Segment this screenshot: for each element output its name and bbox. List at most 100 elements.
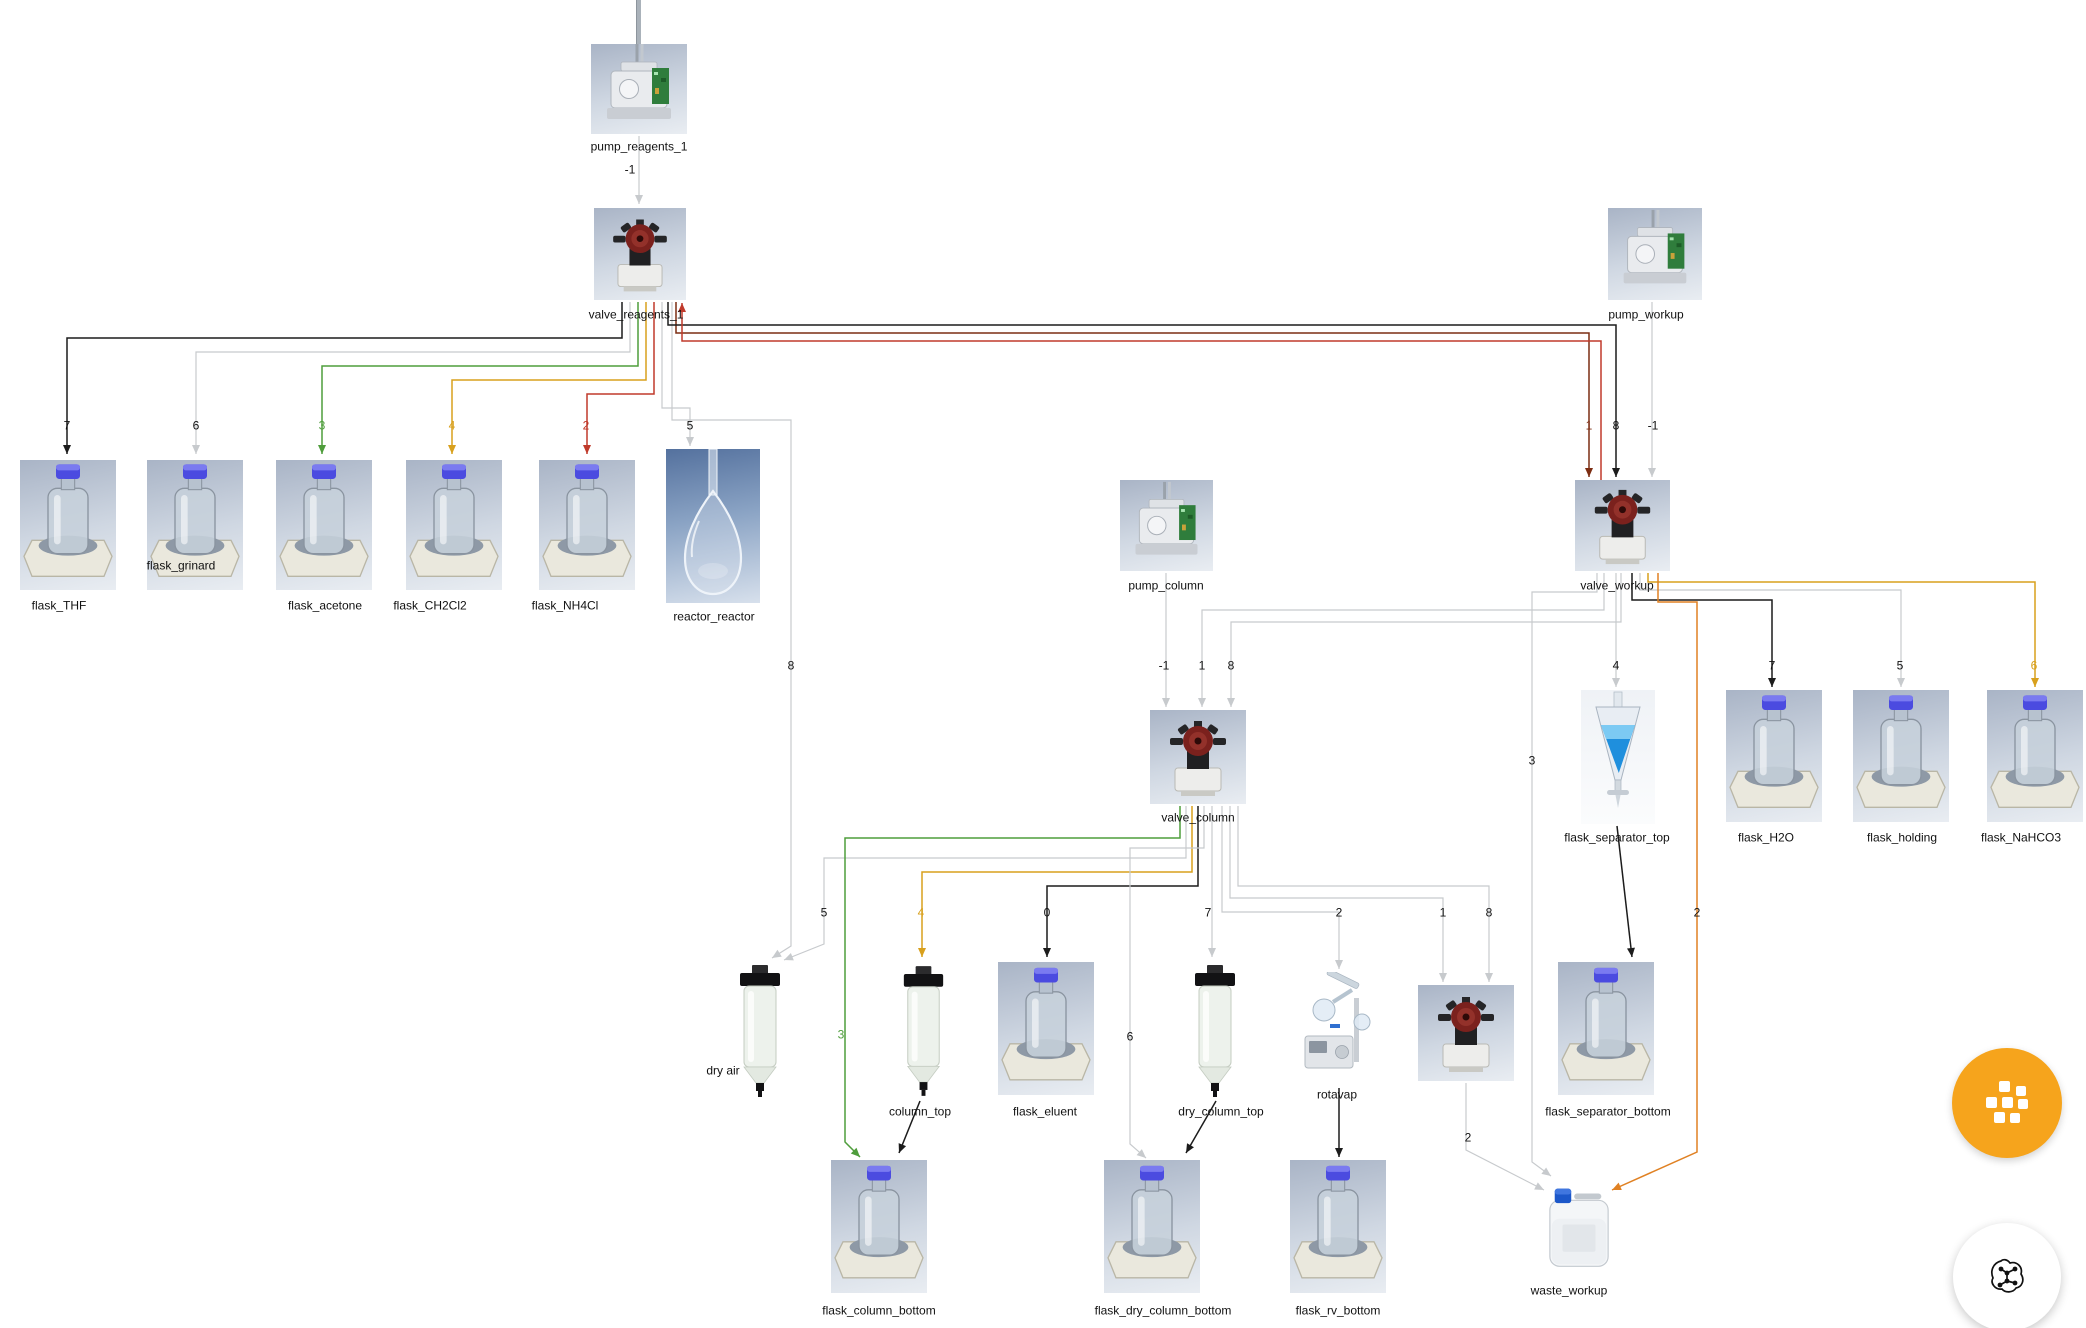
edge-line	[1230, 573, 1622, 707]
node-valve_column[interactable]	[1150, 710, 1246, 804]
edge-arrowhead	[678, 303, 686, 312]
node-flask_dry_column_bottom[interactable]	[1104, 1160, 1200, 1293]
edge-line	[1631, 573, 1773, 687]
bottle-flask-icon	[1853, 690, 1949, 822]
edge-line	[844, 806, 1181, 1158]
node-flask_holding[interactable]	[1853, 690, 1949, 822]
column-icon	[730, 962, 790, 1099]
rotary-valve-icon	[594, 208, 686, 300]
node-flask_CH2Cl2[interactable]	[406, 460, 502, 590]
edge-label: 2	[1335, 905, 1343, 920]
node-label: dry air	[706, 1063, 740, 1078]
edge-label: 4	[1612, 658, 1620, 673]
edge-label: 6	[1126, 1029, 1134, 1044]
node-label: flask_CH2Cl2	[393, 598, 467, 613]
edge-label: 8	[1485, 905, 1493, 920]
bottle-flask-icon	[1558, 962, 1654, 1095]
node-flask_column_bottom[interactable]	[831, 1160, 927, 1293]
node-label: flask_grinard	[146, 558, 216, 573]
edge-arrowhead	[1627, 947, 1635, 957]
edge-arrowhead	[1162, 698, 1170, 707]
edge-line	[921, 806, 1193, 957]
bottle-flask-icon	[1104, 1160, 1200, 1293]
edge-label: 7	[63, 418, 71, 433]
edge-line	[1237, 806, 1490, 982]
node-dry_column_top[interactable]	[1186, 962, 1244, 1099]
node-reactor_reactor[interactable]	[666, 449, 760, 603]
edge-arrowhead	[635, 195, 643, 204]
node-pump_workup[interactable]	[1608, 208, 1702, 300]
node-label: flask_NaHCO3	[1980, 830, 2062, 845]
edge-label: 1	[1439, 905, 1447, 920]
edge-label: 2	[582, 418, 590, 433]
edge-arrowhead	[1585, 468, 1593, 477]
node-pump_reagents_1[interactable]	[591, 44, 687, 134]
node-flask_grinard[interactable]	[147, 460, 243, 590]
edge-arrowhead	[1612, 468, 1620, 477]
node-label: flask_H2O	[1737, 830, 1795, 845]
edge-line	[1531, 573, 1598, 1177]
edge-arrowhead	[1198, 698, 1206, 707]
edge-line	[1611, 573, 1698, 1191]
node-flask_THF[interactable]	[20, 460, 116, 590]
edge-arrowhead	[1612, 678, 1620, 687]
edge-line	[667, 302, 1617, 477]
node-flask_H2O[interactable]	[1726, 690, 1822, 822]
edge-line	[898, 1100, 921, 1154]
apps-button[interactable]	[1952, 1048, 2062, 1158]
edge-line	[675, 302, 1590, 477]
edge-label: -1	[1647, 418, 1659, 433]
edge-label: 7	[1768, 658, 1776, 673]
node-flask_NaHCO3[interactable]	[1987, 690, 2083, 822]
node-flask_acetone[interactable]	[276, 460, 372, 590]
edge-arrowhead	[448, 445, 456, 454]
ai-assistant-button[interactable]	[1953, 1223, 2061, 1328]
node-flask_eluent[interactable]	[998, 962, 1094, 1095]
node-label: pump_reagents_1	[590, 139, 688, 154]
node-label: flask_separator_bottom	[1545, 1104, 1671, 1119]
edge-arrowhead	[1186, 1143, 1194, 1153]
node-pump_column[interactable]	[1120, 480, 1213, 571]
edge-line	[1229, 806, 1444, 982]
node-dry_air[interactable]	[730, 962, 790, 1099]
node-waste_workup[interactable]	[1541, 1176, 1617, 1276]
node-rotavap[interactable]	[1300, 972, 1374, 1086]
node-flask_rv_bottom[interactable]	[1290, 1160, 1386, 1293]
edge-arrowhead	[850, 1147, 860, 1157]
edge-line	[195, 302, 631, 454]
edge-label: -1	[624, 162, 636, 177]
edge-arrowhead	[318, 445, 326, 454]
edge-arrowhead	[1541, 1167, 1551, 1176]
edge-arrowhead	[784, 952, 794, 961]
edge-arrowhead	[898, 1143, 907, 1153]
edge-line	[783, 806, 1187, 961]
node-column_top[interactable]	[895, 962, 952, 1099]
edge-label: 5	[1896, 658, 1904, 673]
column-icon	[1186, 962, 1244, 1099]
bottle-flask-icon	[276, 460, 372, 590]
node-flask_NH4Cl[interactable]	[539, 460, 635, 590]
node-label: flask_acetone	[287, 598, 363, 613]
edge-label: 5	[686, 418, 694, 433]
node-valve_reagents_1[interactable]	[594, 208, 686, 300]
node-label: reactor_reactor	[673, 609, 755, 624]
edge-label: 3	[318, 418, 326, 433]
edge-line	[1647, 573, 2036, 687]
edge-line	[321, 302, 639, 454]
bottle-flask-icon	[539, 460, 635, 590]
edge-line	[1201, 573, 1605, 707]
edge-arrowhead	[1208, 948, 1216, 957]
edge-label: 6	[192, 418, 200, 433]
bottle-flask-icon	[406, 460, 502, 590]
node-valve_separator[interactable]	[1418, 985, 1514, 1081]
node-valve_workup[interactable]	[1575, 480, 1670, 571]
edge-arrowhead	[772, 949, 782, 958]
node-label: flask_dry_column_bottom	[1094, 1303, 1232, 1318]
node-flask_separator_bottom[interactable]	[1558, 962, 1654, 1095]
bottle-flask-icon	[1987, 690, 2083, 822]
bottle-flask-icon	[20, 460, 116, 590]
edge-label: -1	[1158, 658, 1170, 673]
rotavap-icon	[1300, 972, 1374, 1086]
edge-line	[661, 302, 691, 446]
node-flask_separator_top[interactable]	[1581, 690, 1655, 824]
